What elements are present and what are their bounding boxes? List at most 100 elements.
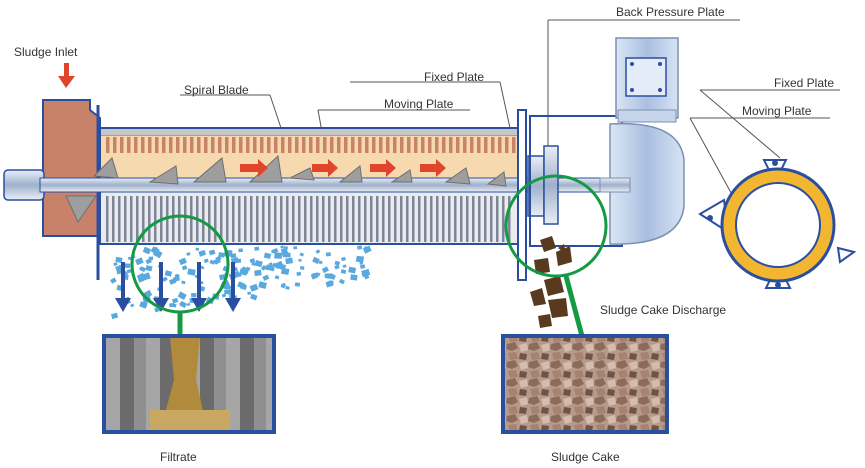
plate-slat bbox=[190, 196, 193, 242]
droplet bbox=[263, 252, 272, 259]
plate-tooth bbox=[120, 137, 124, 153]
plate-slat bbox=[328, 196, 331, 242]
droplet bbox=[136, 272, 146, 281]
plate-slat bbox=[478, 196, 481, 242]
plate-tooth bbox=[421, 137, 425, 153]
plate-tooth bbox=[456, 137, 460, 153]
droplet bbox=[250, 293, 258, 301]
droplet bbox=[254, 246, 260, 251]
plate-tooth bbox=[183, 137, 187, 153]
plate-tooth bbox=[302, 137, 306, 153]
plate-slat bbox=[130, 196, 133, 242]
droplet bbox=[364, 274, 370, 280]
droplet bbox=[150, 246, 160, 255]
lower-plate-stack bbox=[106, 196, 511, 242]
plate-tooth bbox=[330, 137, 334, 153]
droplet bbox=[338, 278, 345, 285]
droplet bbox=[181, 265, 188, 271]
sludge-cake-photo bbox=[501, 334, 669, 434]
plate-slat bbox=[388, 196, 391, 242]
plate-slat bbox=[280, 196, 283, 242]
plate-slat bbox=[346, 196, 349, 242]
droplet bbox=[230, 253, 237, 259]
plate-slat bbox=[310, 196, 313, 242]
droplet bbox=[254, 269, 262, 277]
plate-tooth bbox=[491, 137, 495, 153]
plate-slat bbox=[124, 196, 127, 242]
droplet bbox=[240, 283, 247, 290]
plate-slat bbox=[172, 196, 175, 242]
plate-tooth bbox=[113, 137, 117, 153]
droplet bbox=[186, 252, 191, 256]
plate-tooth bbox=[253, 137, 257, 153]
label-moving-plate: Moving Plate bbox=[384, 97, 454, 111]
plate-slat bbox=[364, 196, 367, 242]
plate-slat bbox=[136, 196, 139, 242]
plate-slat bbox=[496, 196, 499, 242]
droplet bbox=[174, 273, 179, 278]
droplet bbox=[139, 266, 146, 273]
plate-slat bbox=[322, 196, 325, 242]
droplet bbox=[321, 266, 329, 274]
plate-slat bbox=[358, 196, 361, 242]
filtrate-arrows bbox=[115, 262, 241, 312]
plate-tooth bbox=[498, 137, 502, 153]
plate-slat bbox=[472, 196, 475, 242]
plate-slat bbox=[490, 196, 493, 242]
plate-slat bbox=[142, 196, 145, 242]
plate-slat bbox=[316, 196, 319, 242]
droplet bbox=[274, 252, 282, 259]
plate-tooth bbox=[141, 137, 145, 153]
droplet bbox=[238, 248, 243, 253]
plate-slat bbox=[406, 196, 409, 242]
filtrate-photo bbox=[102, 334, 276, 434]
plate-tooth bbox=[477, 137, 481, 153]
droplet bbox=[299, 252, 304, 257]
filtrate-droplets bbox=[110, 245, 372, 320]
plate-slat bbox=[106, 196, 109, 242]
plate-slat bbox=[448, 196, 451, 242]
droplet bbox=[148, 256, 154, 261]
plate-slat bbox=[376, 196, 379, 242]
droplet bbox=[362, 245, 372, 254]
droplet bbox=[113, 262, 118, 266]
droplet bbox=[355, 255, 365, 263]
plate-tooth bbox=[295, 137, 299, 153]
droplet bbox=[280, 245, 284, 249]
plate-slat bbox=[418, 196, 421, 242]
plate-tooth bbox=[267, 137, 271, 153]
droplet bbox=[124, 263, 131, 268]
droplet bbox=[357, 245, 363, 250]
plate-tooth bbox=[204, 137, 208, 153]
plate-slat bbox=[334, 196, 337, 242]
label-fixed-plate: Fixed Plate bbox=[424, 70, 485, 84]
plate-tooth bbox=[309, 137, 313, 153]
droplet bbox=[191, 293, 197, 298]
droplet bbox=[334, 260, 341, 266]
plate-tooth bbox=[379, 137, 383, 153]
plate-slat bbox=[352, 196, 355, 242]
label-sludge-inlet: Sludge Inlet bbox=[14, 45, 78, 59]
plate-tooth bbox=[190, 137, 194, 153]
plate-tooth bbox=[365, 137, 369, 153]
droplet bbox=[164, 270, 173, 277]
droplet bbox=[186, 302, 191, 307]
droplet bbox=[254, 260, 263, 268]
plate-tooth bbox=[148, 137, 152, 153]
droplet bbox=[169, 302, 175, 308]
plate-tooth bbox=[512, 137, 516, 153]
droplet bbox=[110, 277, 117, 284]
droplet bbox=[213, 257, 222, 265]
droplet bbox=[145, 265, 153, 272]
droplet bbox=[200, 265, 205, 270]
droplet bbox=[198, 249, 207, 257]
plate-tooth bbox=[386, 137, 390, 153]
plate-tooth bbox=[106, 137, 110, 153]
plate-tooth bbox=[344, 137, 348, 153]
plate-tooth bbox=[218, 137, 222, 153]
droplet bbox=[258, 281, 267, 289]
plate-tooth bbox=[323, 137, 327, 153]
plate-tooth bbox=[463, 137, 467, 153]
filtrate-zoom-indicator bbox=[130, 214, 230, 336]
